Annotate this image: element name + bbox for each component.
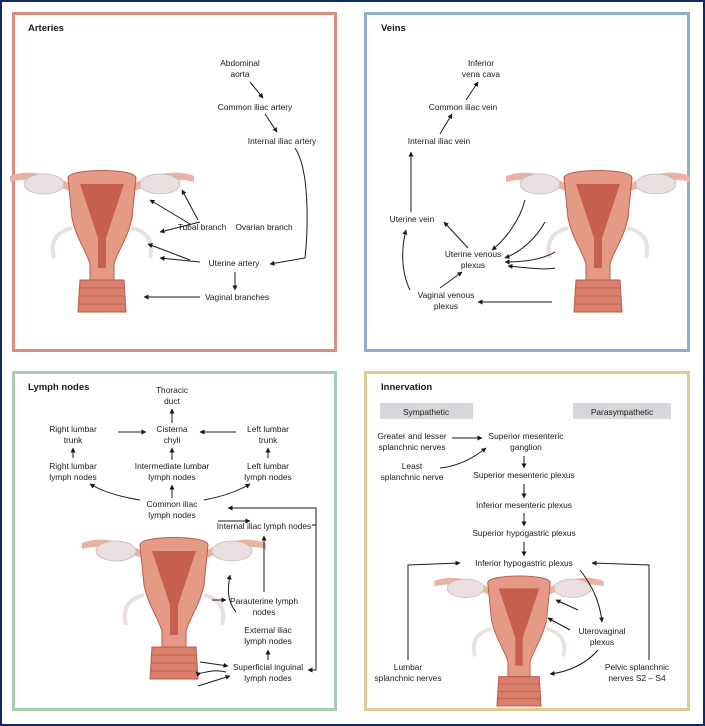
label-tubal-branch: Tubal branch [178,222,227,232]
label-uterine-venous-plexus-1: Uterine venous [445,249,501,259]
label-abdominal-aorta-1: Abdominal [220,58,260,68]
label-sup-hypo-plexus: Superior hypogastric plexus [472,528,575,538]
label-cisterna-2: chyli [164,435,181,445]
label-superficial-inguinal-2: lymph nodes [244,673,292,683]
label-internal-iliac-artery: Internal iliac artery [248,136,317,146]
label-external-iliac-nodes-2: lymph nodes [244,636,292,646]
label-lumbar-splanchnic-2: splanchnic nerves [374,673,441,683]
label-parauterine-nodes-1: Parauterine lymph [230,596,298,606]
label-external-iliac-nodes-1: External iliac [244,625,291,635]
label-left-lumbar-nodes-1: Left lumbar [247,461,289,471]
label-vaginal-branches: Vaginal branches [205,292,269,302]
label-sup-mes-ganglion-1: Superior mesenteric [489,431,564,441]
innervation-arrows [407,435,650,676]
uterus-illustration-innervation [432,574,606,708]
label-common-iliac-nodes-1: Common iliac [147,499,198,509]
veins-panel [364,12,690,352]
innervation-title: Innervation [381,382,432,393]
label-ovarian-branch: Ovarian branch [235,222,293,232]
label-inf-mes-plexus: Inferior mesenteric plexus [476,500,572,510]
label-right-lumbar-nodes-1: Right lumbar [49,461,97,471]
label-greater-lesser-2: splanchnic nerves [378,442,445,452]
label-greater-lesser-1: Greater and lesser [377,431,447,441]
label-inferior-vena-cava-2: vena cava [462,69,501,79]
label-parauterine-nodes-2: nodes [253,607,276,617]
label-uterovaginal-1: Uterovaginal [578,626,625,636]
label-pelvic-splanchnic-1: Pelvic splanchnic [605,662,669,672]
label-left-lumbar-nodes-2: lymph nodes [244,472,292,482]
lymph-panel [12,371,337,711]
label-inf-hypo-plexus: Inferior hypogastric plexus [475,558,573,568]
label-uterovaginal-2: plexus [590,637,614,647]
label-common-iliac-nodes-2: lymph nodes [148,510,196,520]
label-common-iliac-vein: Common iliac vein [429,102,498,112]
uterus-illustration-arteries [8,168,196,314]
label-abdominal-aorta-2: aorta [230,69,249,79]
label-uterine-venous-plexus-2: plexus [461,260,485,270]
uterus-illustration-veins [504,168,692,314]
label-uterine-artery: Uterine artery [209,258,261,268]
label-inferior-vena-cava-1: Inferior [468,58,494,68]
label-parasympathetic: Parasympathetic [591,407,653,417]
lymph-arrows [70,408,317,687]
label-internal-iliac-nodes: Internal iliac lymph nodes [217,521,312,531]
label-least-splanchnic-2: splanchnic nerve [381,472,444,482]
label-uterine-vein: Uterine vein [390,214,435,224]
label-least-splanchnic-1: Least [402,461,423,471]
innervation-panel [364,371,690,711]
lymph-title: Lymph nodes [28,382,89,393]
sympathetic-header [380,403,473,419]
veins-arrows [402,81,556,305]
label-superficial-inguinal-1: Superficial inguinal [233,662,303,672]
label-left-lumbar-trunk-1: Left lumbar [247,424,289,434]
label-vaginal-venous-plexus-1: Vaginal venous [418,290,475,300]
label-right-lumbar-trunk-1: Right lumbar [49,424,97,434]
label-thoracic-duct-1: Thoracic [156,385,188,395]
label-internal-iliac-vein: Internal iliac vein [408,136,471,146]
label-thoracic-duct-2: duct [164,396,181,406]
label-sup-mes-ganglion-2: ganglion [510,442,542,452]
label-cisterna-1: Cisterna [156,424,188,434]
parasympathetic-header [573,403,671,419]
label-lumbar-splanchnic-1: Lumbar [394,662,423,672]
uterus-illustration-lymph [80,535,268,681]
label-pelvic-splanchnic-2: nerves S2 – S4 [608,673,666,683]
label-right-lumbar-trunk-2: trunk [64,435,83,445]
label-sympathetic: Sympathetic [403,407,449,417]
label-common-iliac-artery: Common iliac artery [218,102,293,112]
arteries-arrows [143,81,308,300]
label-sup-mes-plexus: Superior mesenteric plexus [473,470,574,480]
arteries-panel [12,12,337,352]
label-intermediate-nodes-2: lymph nodes [148,472,196,482]
label-vaginal-venous-plexus-2: plexus [434,301,458,311]
arteries-title: Arteries [28,23,64,34]
label-left-lumbar-trunk-2: trunk [259,435,278,445]
label-intermediate-nodes-1: Intermediate lumbar [135,461,210,471]
veins-title: Veins [381,23,406,34]
label-right-lumbar-nodes-2: lymph nodes [49,472,97,482]
